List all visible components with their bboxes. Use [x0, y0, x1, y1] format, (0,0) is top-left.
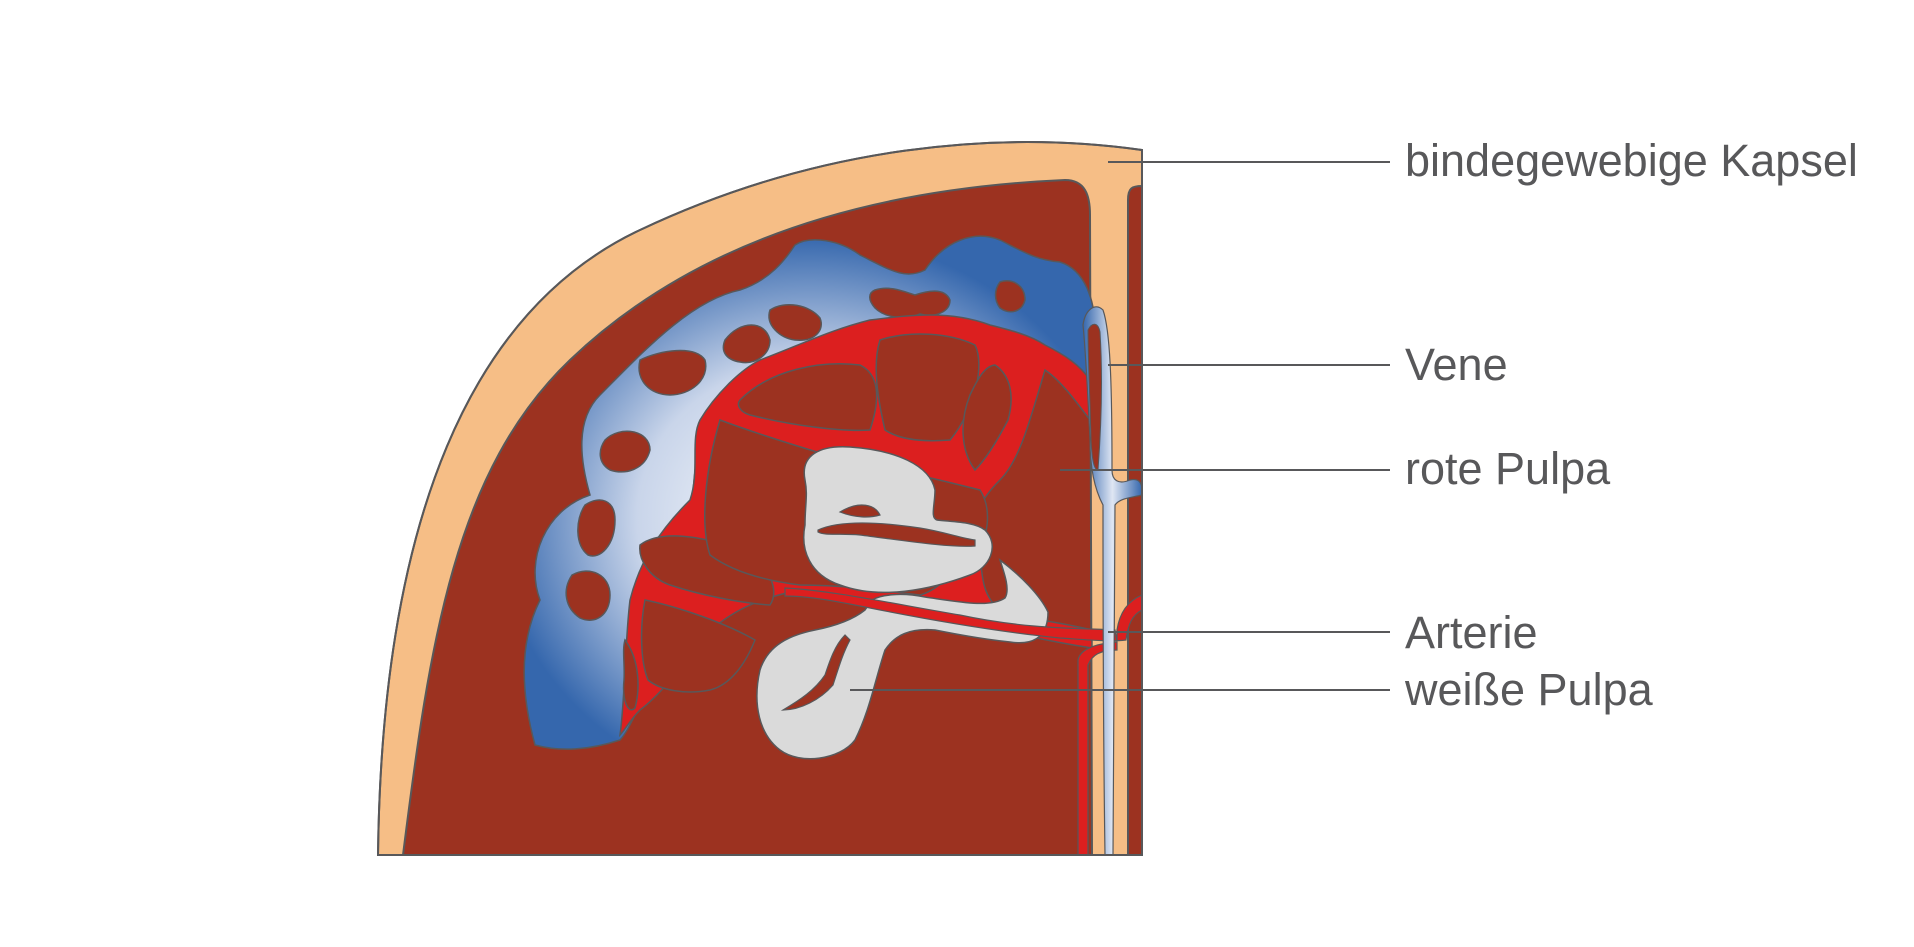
label-capsule: bindegewebige Kapsel [1405, 135, 1858, 186]
pulp-cords [565, 280, 1026, 621]
label-artery: Arterie [1405, 607, 1538, 658]
capsule-outline [376, 141, 1143, 856]
white-pulp-upper [803, 446, 993, 594]
label-white-pulp: weiße Pulpa [1405, 664, 1653, 715]
white-pulp-lower [756, 557, 1049, 760]
central-arteries [780, 504, 976, 711]
artery-main [784, 587, 1143, 856]
label-vein: Vene [1405, 339, 1508, 390]
label-red-pulp: rote Pulpa [1405, 443, 1611, 494]
leader-lines [850, 161, 1390, 691]
